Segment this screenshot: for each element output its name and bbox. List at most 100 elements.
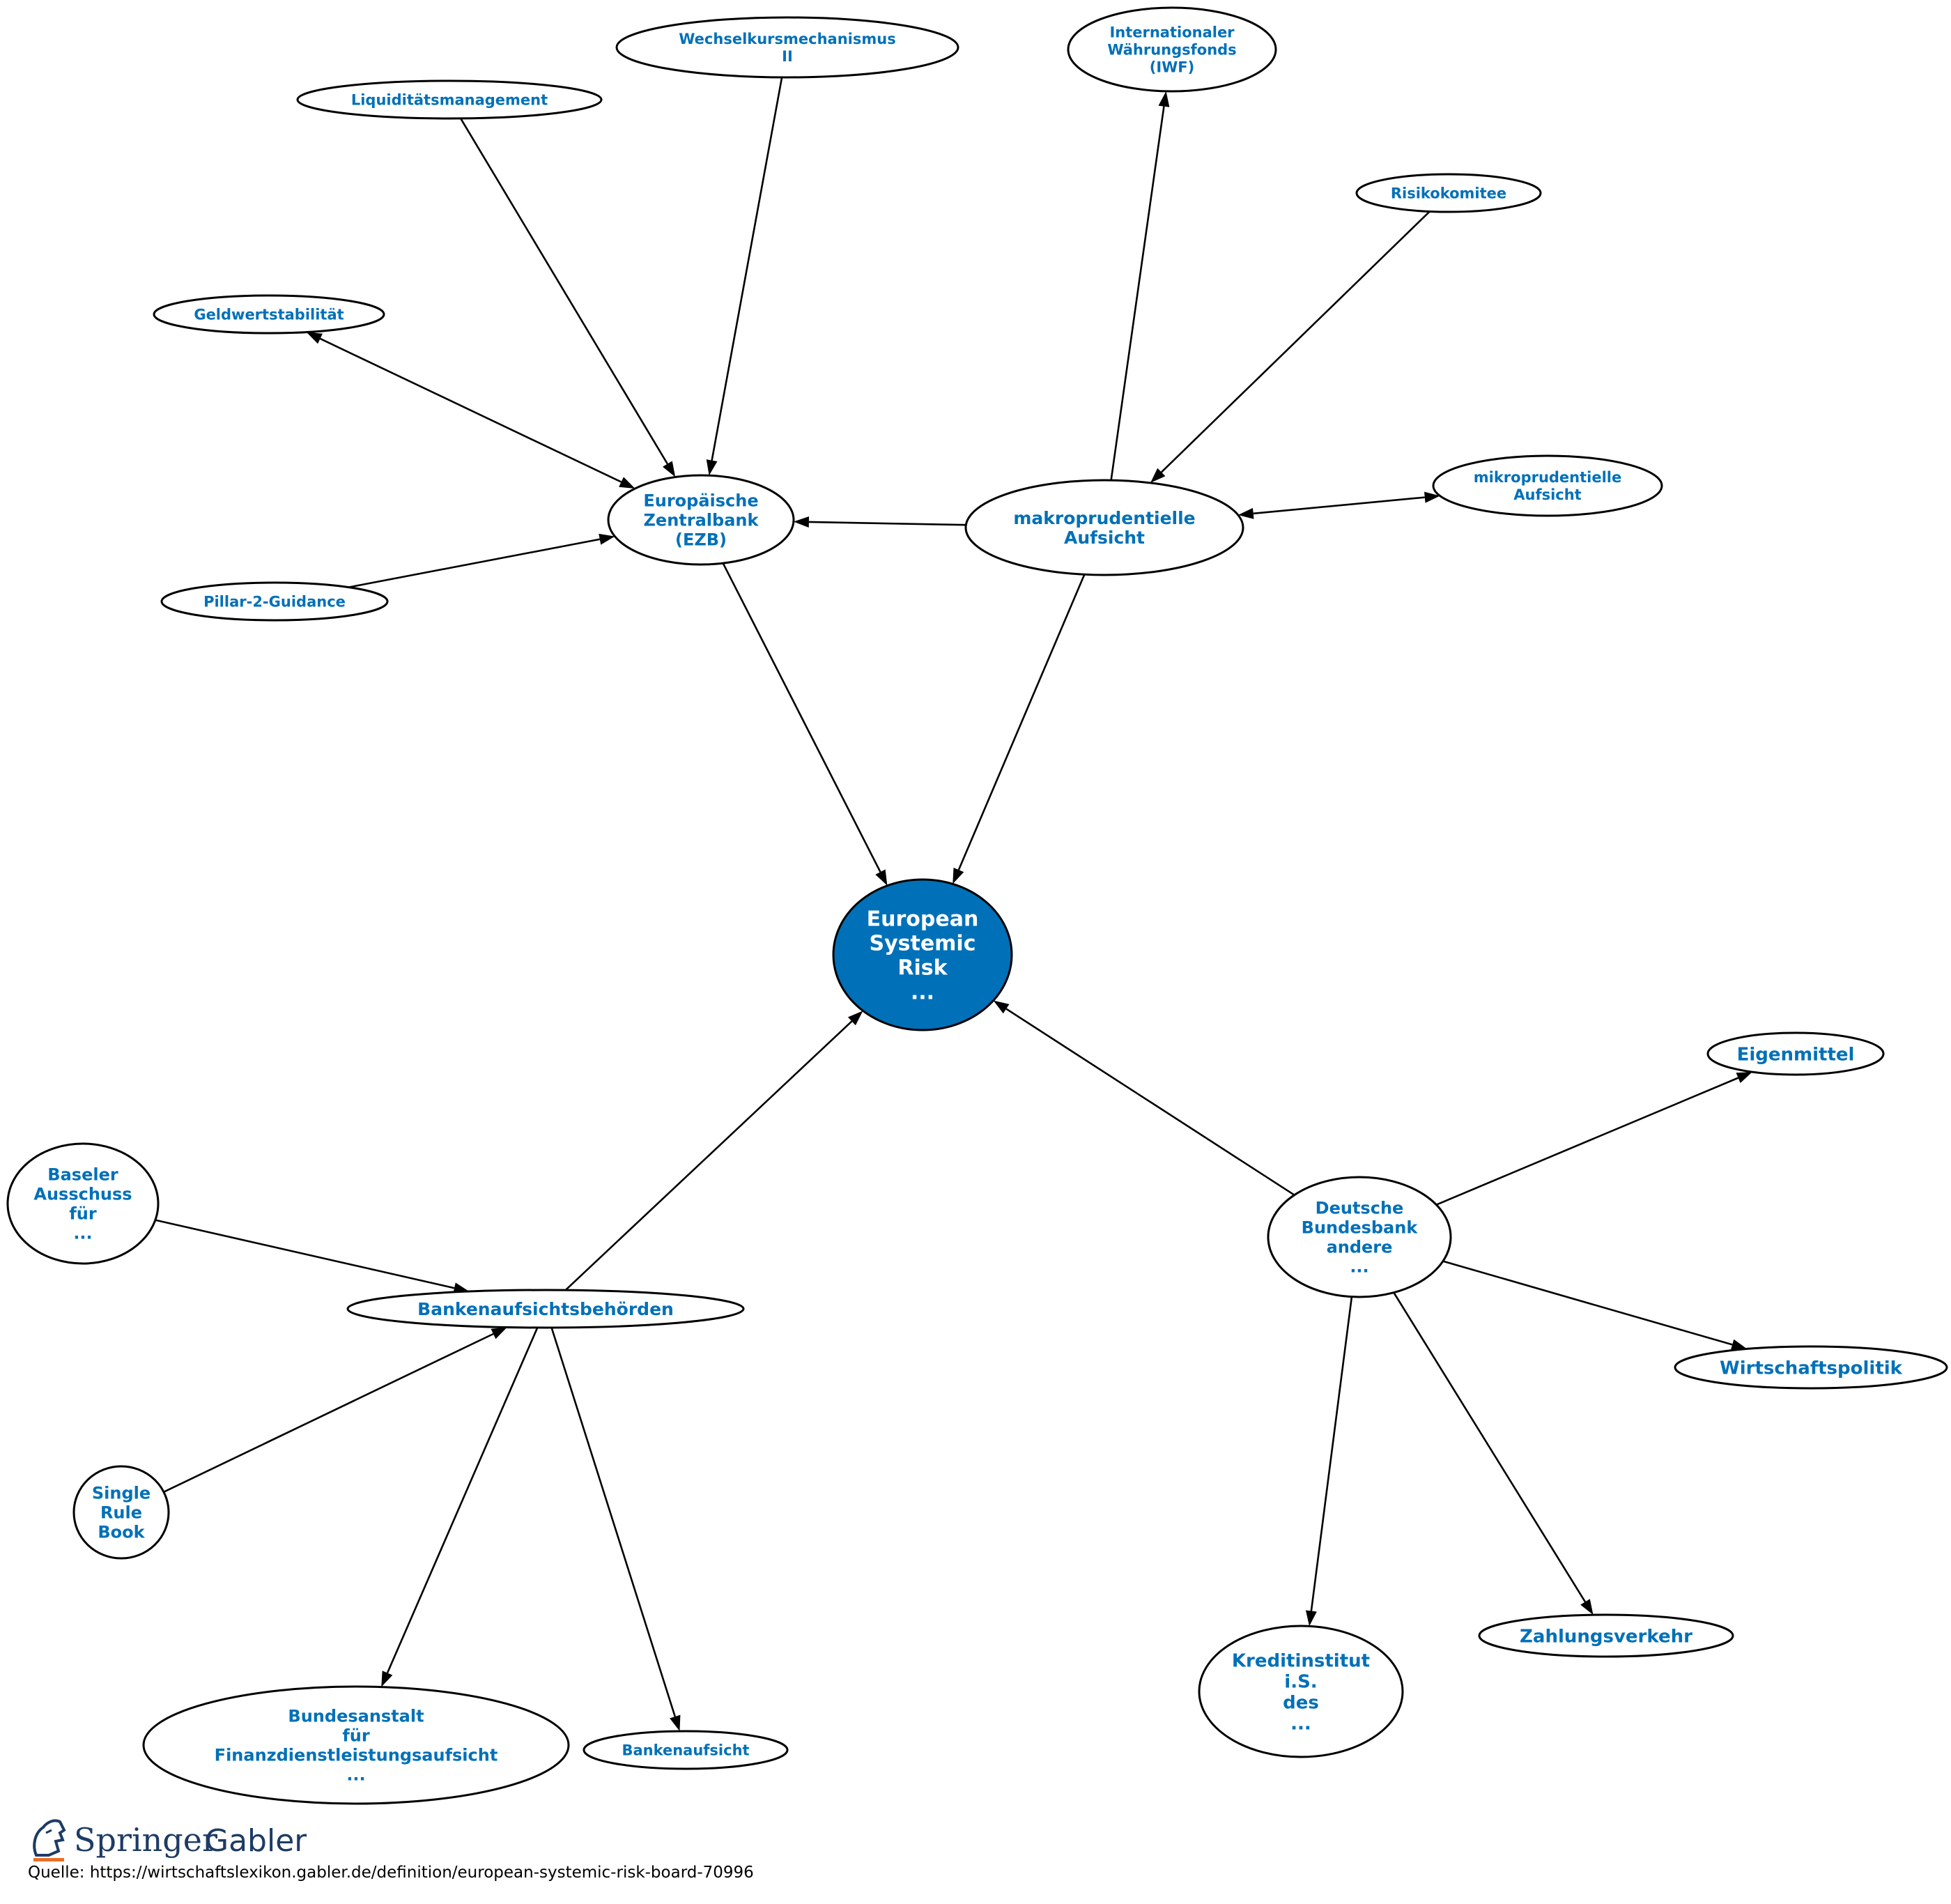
node-label: des — [1283, 1692, 1319, 1713]
node-ellipse — [1674, 1345, 1948, 1390]
node-eigen[interactable]: Eigenmittel — [1706, 1031, 1885, 1076]
edge-bbank-to-esr — [993, 1000, 1295, 1196]
edge-bankbeh-to-bankaufs — [550, 1327, 681, 1732]
node-label: Liquiditätsmanagement — [351, 92, 548, 109]
source-citation: Quelle: https://wirtschaftslexikon.gable… — [28, 1864, 754, 1882]
node-kredit[interactable]: Kreditinstituti.S.des... — [1198, 1625, 1404, 1758]
node-ellipse — [72, 1465, 170, 1560]
edge-line — [564, 1020, 853, 1291]
node-ellipse — [583, 1730, 789, 1770]
edge-line — [1005, 1008, 1295, 1196]
arrowhead-icon — [1424, 491, 1440, 503]
node-geld[interactable]: Geldwertstabilität — [153, 294, 385, 335]
node-label: Bankenaufsichtsbehörden — [417, 1299, 674, 1319]
node-label: ... — [1290, 1713, 1311, 1734]
edge-makro-to-ezb — [793, 516, 966, 528]
node-label: Eigenmittel — [1737, 1044, 1855, 1065]
node-label: Internationaler — [1109, 24, 1235, 41]
node-label: ... — [1350, 1257, 1368, 1277]
node-label: Bankenaufsicht — [622, 1742, 749, 1759]
node-label: II — [782, 48, 793, 65]
edge-line — [711, 77, 783, 461]
node-label: (EZB) — [675, 530, 727, 550]
node-label: andere — [1327, 1238, 1393, 1257]
node-ellipse — [1267, 1176, 1452, 1298]
horse-icon — [33, 1819, 66, 1861]
node-ellipse — [6, 1142, 160, 1265]
node-label: Kreditinstitut — [1232, 1650, 1370, 1671]
node-zahl[interactable]: Zahlungsverkehr — [1478, 1613, 1734, 1658]
edge-line — [1442, 1260, 1733, 1346]
node-label: Baseler — [47, 1165, 118, 1185]
node-label: mikroprudentielle — [1474, 469, 1622, 486]
edge-line — [1110, 106, 1165, 481]
arrowhead-icon — [875, 869, 888, 886]
node-label: ... — [911, 980, 934, 1004]
arrowhead-icon — [993, 1000, 1010, 1014]
edge-line — [1393, 1291, 1587, 1603]
node-ellipse — [1432, 454, 1663, 517]
edge-liq-to-ezb — [460, 118, 676, 477]
logo-brand-text: Springer — [74, 1821, 217, 1859]
node-label: Risikokomitee — [1391, 185, 1506, 202]
edge-makro-to-iwf — [1110, 91, 1170, 481]
node-pillar[interactable]: Pillar-2-Guidance — [160, 581, 389, 622]
node-label: Ausschuss — [33, 1185, 132, 1204]
arrowhead-icon — [1237, 507, 1254, 519]
logo-imprint-text: Gabler — [205, 1823, 307, 1859]
node-liq[interactable]: Liquiditätsmanagement — [296, 79, 603, 120]
edge-bankbeh-to-bafin — [381, 1327, 539, 1687]
node-label: Bundesanstalt — [288, 1707, 424, 1726]
node-label: Risk — [897, 955, 948, 980]
node-bankbeh[interactable]: Bankenaufsichtsbehörden — [346, 1289, 745, 1329]
node-esr[interactable]: EuropeanSystemicRisk... — [832, 878, 1013, 1031]
node-basel[interactable]: BaselerAusschussfür... — [6, 1142, 160, 1265]
edge-line — [1253, 496, 1425, 515]
edge-line — [460, 118, 668, 465]
edge-bankbeh-to-esr — [564, 1011, 863, 1291]
node-ellipse — [615, 16, 959, 79]
node-label: Book — [98, 1523, 145, 1542]
node-bankaufs[interactable]: Bankenaufsicht — [583, 1730, 789, 1770]
node-wpol[interactable]: Wirtschaftspolitik — [1674, 1345, 1948, 1390]
node-bbank[interactable]: DeutscheBundesbankandere... — [1267, 1176, 1452, 1298]
arrowhead-icon — [670, 1714, 681, 1732]
edge-bbank-to-wpol — [1442, 1260, 1748, 1351]
arrowhead-icon — [599, 533, 615, 545]
node-bafin[interactable]: BundesanstaltfürFinanzdienstleistungsauf… — [142, 1685, 570, 1805]
node-ellipse — [1198, 1625, 1404, 1758]
arrowhead-icon — [847, 1011, 863, 1026]
node-label: Systemic — [869, 931, 975, 955]
edge-bbank-to-kredit — [1305, 1296, 1353, 1627]
arrowhead-icon — [706, 459, 718, 476]
arrowhead-icon — [1730, 1339, 1748, 1351]
edge-line — [319, 337, 622, 483]
edge-line — [386, 1327, 539, 1673]
arrowhead-icon — [619, 477, 635, 489]
arrowhead-icon — [663, 461, 676, 477]
edge-line — [722, 562, 881, 873]
node-ellipse — [153, 294, 385, 335]
arrowhead-icon — [1580, 1599, 1594, 1615]
node-label: European — [867, 907, 979, 931]
edge-line — [1160, 210, 1431, 473]
node-label: Single — [92, 1484, 151, 1503]
node-label: Zahlungsverkehr — [1520, 1626, 1692, 1647]
node-label: für — [342, 1726, 370, 1746]
node-label: Geldwertstabilität — [194, 307, 344, 323]
edge-pillar-to-ezb — [348, 533, 615, 588]
node-label: Deutsche — [1316, 1199, 1404, 1218]
arrowhead-icon — [953, 867, 964, 884]
springer-gabler-logo: Springer Gabler — [33, 1819, 307, 1861]
node-ellipse — [832, 878, 1013, 1031]
edge-line — [1435, 1077, 1739, 1206]
node-label: Wirtschaftspolitik — [1720, 1358, 1903, 1379]
node-risiko[interactable]: Risikokomitee — [1355, 173, 1542, 213]
